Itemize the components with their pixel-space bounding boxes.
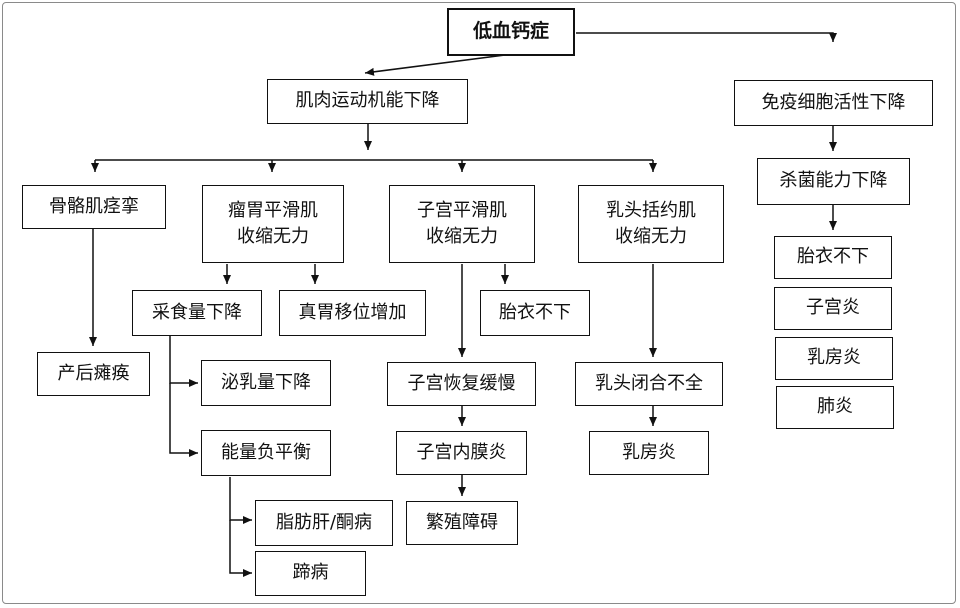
node-abomasum-displacement: 真胃移位增加	[279, 290, 426, 336]
node-immune-mastitis: 乳房炎	[775, 337, 893, 380]
edge-energy-hoof	[229, 520, 252, 577]
node-milk-yield-drop: 泌乳量下降	[201, 360, 331, 406]
node-metritis: 子宫炎	[774, 287, 892, 330]
node-energy-balance: 能量负平衡	[201, 430, 331, 476]
node-hoof-disease: 蹄病	[255, 551, 366, 596]
edge-feed-energy	[169, 383, 198, 457]
node-uterus-slow-recovery: 子宫恢复缓慢	[387, 362, 536, 406]
node-retained-placenta: 胎衣不下	[480, 290, 590, 336]
node-muscle-decline: 肌肉运动机能下降	[267, 79, 468, 124]
node-feed-intake-drop: 采食量下降	[132, 290, 262, 336]
node-reproductive-disorder: 繁殖障碍	[406, 501, 518, 545]
edge-root-muscle	[364, 54, 506, 76]
node-mastitis-teat: 乳房炎	[589, 431, 709, 475]
node-endometritis: 子宫内膜炎	[396, 431, 527, 475]
node-teat-incomplete-closure: 乳头闭合不全	[575, 362, 723, 406]
edge-energy-liver	[229, 477, 252, 524]
node-pneumonia: 肺炎	[776, 386, 894, 429]
node-hypocalcemia: 低血钙症	[447, 8, 575, 56]
edge-feed-milk	[169, 336, 198, 387]
node-fatty-liver-ketosis: 脂肪肝/酮病	[255, 500, 393, 546]
node-immune-decline: 免疫细胞活性下降	[734, 80, 933, 126]
node-skeletal-spasm: 骨骼肌痉挛	[22, 185, 166, 229]
node-immune-retained-placenta: 胎衣不下	[774, 236, 892, 279]
node-bactericidal-decline: 杀菌能力下降	[757, 158, 910, 205]
node-uterus-weak: 子宫平滑肌 收缩无力	[389, 185, 535, 263]
node-rumen-weak: 瘤胃平滑肌 收缩无力	[202, 185, 344, 263]
node-teat-sphincter-weak: 乳头括约肌 收缩无力	[578, 185, 724, 263]
edge-root-immune	[576, 32, 837, 42]
node-postpartum-paralysis: 产后瘫痪	[37, 352, 150, 396]
